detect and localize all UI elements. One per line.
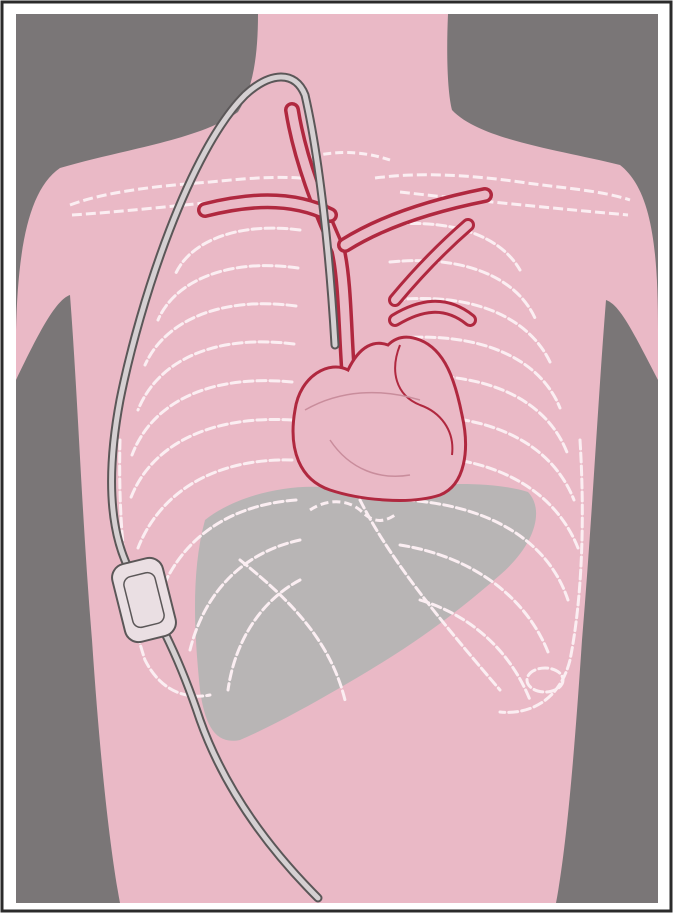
anatomical-diagram xyxy=(0,0,673,913)
chest-illustration xyxy=(0,0,673,913)
